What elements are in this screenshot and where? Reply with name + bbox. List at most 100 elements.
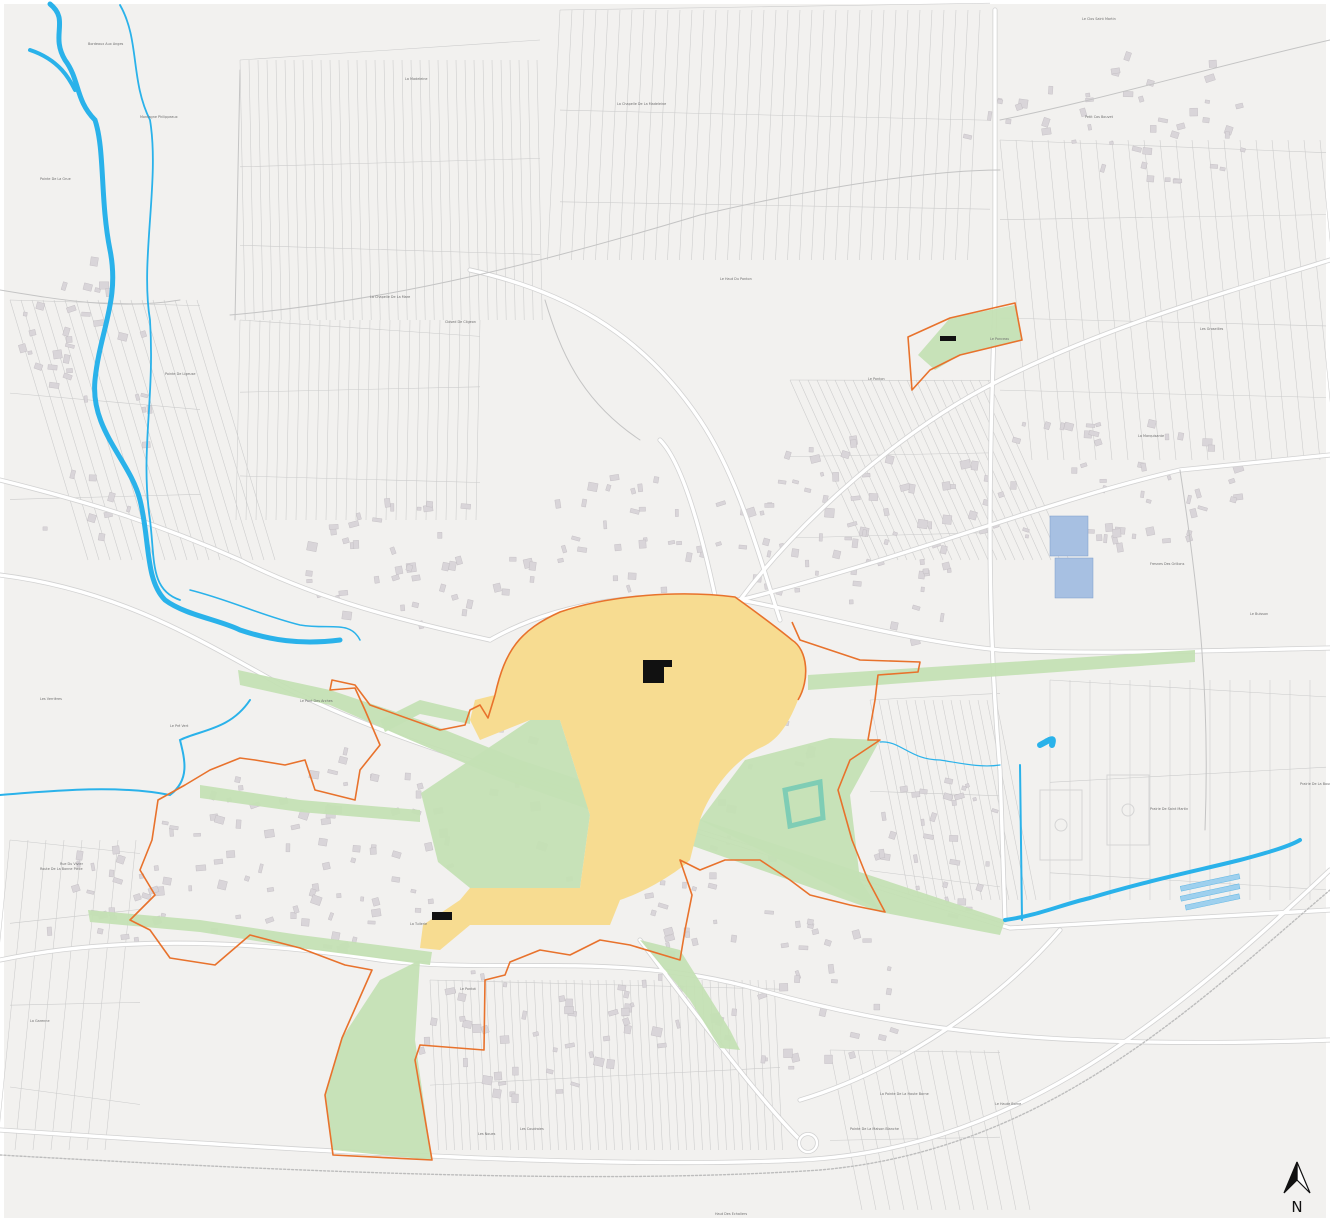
parcel-line [843, 1049, 877, 1211]
building [153, 865, 159, 871]
place-label: Rue Du Vivier [60, 862, 84, 866]
building [824, 1054, 833, 1064]
building [310, 894, 323, 906]
building [939, 612, 945, 623]
building [62, 354, 71, 364]
building [920, 586, 925, 593]
building [120, 933, 130, 940]
building [609, 474, 620, 482]
parcel-line [757, 979, 767, 1151]
building [850, 439, 857, 448]
perimeter-outlines [129, 302, 1023, 1161]
building [915, 885, 920, 891]
parcel-line [557, 979, 567, 1151]
building [883, 507, 890, 517]
building [292, 905, 300, 914]
building [1071, 139, 1077, 144]
parcel-line [338, 59, 345, 321]
building [463, 1057, 468, 1068]
building [492, 582, 502, 593]
building [141, 406, 147, 413]
building [341, 610, 353, 621]
building [62, 372, 73, 381]
building [949, 858, 961, 866]
building [454, 555, 463, 566]
building [423, 1036, 431, 1046]
building [465, 599, 474, 610]
building [416, 782, 424, 790]
parcel-line [811, 9, 825, 261]
building [22, 311, 28, 317]
building [417, 1046, 426, 1055]
parcel-line [265, 319, 271, 521]
parcel-line [275, 319, 281, 521]
building [667, 540, 676, 545]
building [658, 973, 663, 981]
building [133, 893, 142, 902]
parcel-line [437, 59, 444, 321]
parcel-line [547, 9, 561, 261]
building [730, 934, 737, 943]
parcel-line [878, 699, 920, 901]
parcel-line [1127, 139, 1161, 461]
parcel-line [445, 319, 451, 521]
parcel-line [943, 9, 957, 261]
building [18, 343, 28, 354]
parcel-line [395, 319, 401, 521]
parcel-line [914, 699, 956, 901]
building [605, 484, 612, 492]
building [564, 1042, 575, 1049]
building [941, 561, 951, 571]
parcel-line [983, 1049, 1017, 1211]
building [564, 1006, 574, 1015]
building [850, 495, 861, 501]
town-center-zone [420, 593, 806, 950]
building [414, 907, 422, 913]
parcel-line [997, 1049, 1031, 1211]
building [384, 498, 391, 508]
building [83, 395, 88, 403]
parcel-line [239, 475, 481, 483]
parcel-line [871, 1049, 905, 1211]
parcel-line [763, 9, 777, 261]
parcel-line [9, 299, 201, 307]
building [991, 808, 999, 814]
parcel-line [895, 9, 909, 261]
building [738, 544, 748, 550]
building [889, 621, 899, 631]
building [528, 561, 537, 571]
building [411, 574, 421, 582]
building [62, 326, 71, 337]
building [844, 536, 852, 541]
building [849, 599, 854, 605]
parcel-line [999, 139, 1033, 461]
place-label: Pointe De Ligeuse [165, 372, 195, 376]
building [65, 336, 73, 343]
building [306, 578, 313, 584]
building [790, 1052, 801, 1063]
building [623, 1024, 632, 1035]
building [472, 1023, 482, 1033]
place-label: La Tuilerie [410, 922, 427, 926]
building [1109, 141, 1114, 145]
parcel-line [852, 379, 935, 561]
parcel-line [919, 9, 933, 261]
building [162, 876, 172, 886]
parcel-line [428, 59, 435, 321]
parcel-line [999, 317, 1327, 327]
parcel-line [896, 699, 938, 901]
parcel-line [517, 979, 527, 1151]
building [318, 837, 328, 847]
building [391, 876, 401, 883]
building [1071, 467, 1078, 474]
parcel-line [419, 59, 426, 321]
building [1202, 438, 1213, 447]
parcel-line [239, 158, 541, 168]
building [779, 983, 789, 992]
place-label: Prairie De Saint Martin [1150, 807, 1188, 811]
parcel-line [559, 109, 991, 121]
parcel-line [365, 59, 372, 321]
building [953, 792, 965, 801]
building [638, 539, 647, 549]
